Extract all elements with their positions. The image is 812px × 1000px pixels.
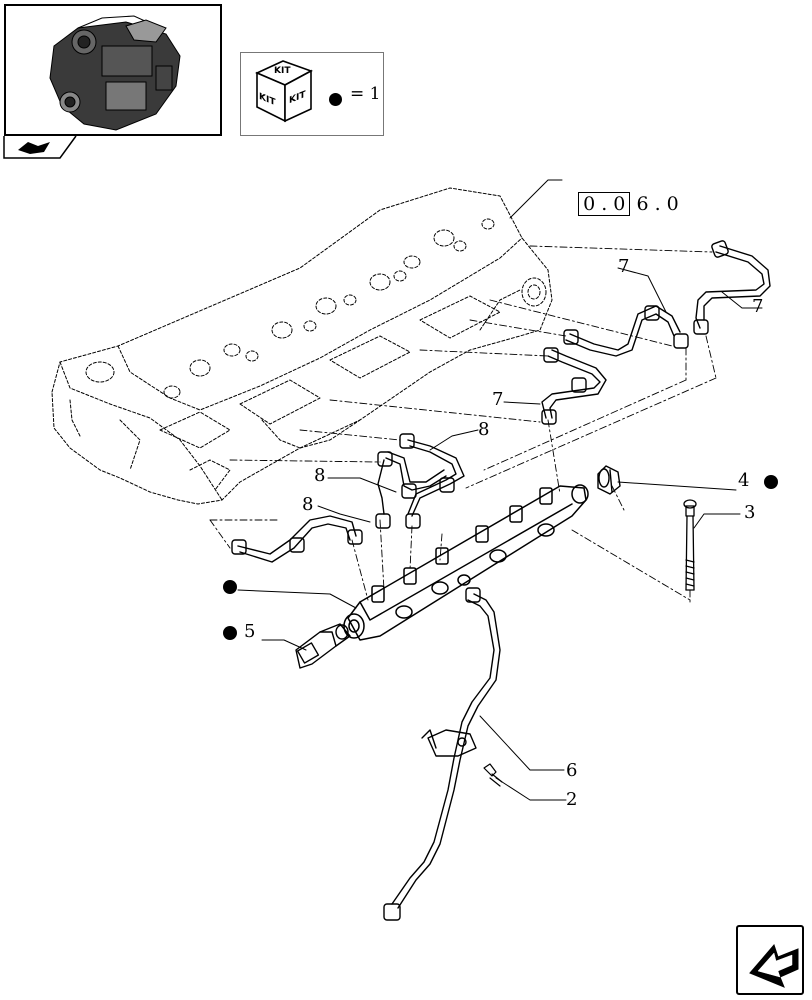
callout-4-plug: 4 [738, 470, 750, 491]
kit-quantity: = 1 [350, 84, 381, 104]
callout-7-pipe-b: 7 [618, 256, 630, 277]
fuel-rail [343, 484, 589, 641]
callout-3-screw: 3 [744, 502, 756, 523]
kit-top-label: KIT [274, 66, 291, 76]
callout-2-screw: 2 [566, 789, 578, 810]
next-page-button[interactable] [736, 925, 804, 995]
callout-7-pipe-a: 7 [752, 296, 764, 317]
engine-thumbnail [4, 4, 222, 136]
callout-8-pipe-a: 8 [478, 419, 490, 440]
injector-pipes-8 [231, 433, 465, 563]
cylinder-head-outline [51, 187, 553, 505]
injector-pipes-7 [541, 240, 771, 425]
callout-6-pipe: 6 [566, 760, 578, 781]
kit-legend: KIT KIT KIT [240, 52, 384, 136]
pressure-pipe-6 [383, 587, 501, 921]
callout-5-sensor: 5 [244, 621, 256, 642]
kit-markers [223, 475, 778, 640]
leader-lines [237, 179, 763, 801]
kit-cube-icon [255, 60, 313, 123]
screw-part-3 [683, 499, 697, 591]
arrow-icon [749, 944, 799, 988]
plug-part-4 [597, 465, 621, 495]
engine-icon [49, 15, 181, 131]
callout-7-pipe-c: 7 [492, 389, 504, 410]
sensor-part-5 [295, 623, 351, 669]
callout-8-pipe-c: 8 [302, 494, 314, 515]
section-reference-rest: 6 . 0 [636, 193, 679, 215]
section-reference[interactable]: 0 . 0 6 . 0 [566, 171, 679, 216]
section-reference-boxed: 0 . 0 [578, 192, 631, 216]
kit-dot-icon [329, 93, 342, 106]
callout-8-pipe-b: 8 [314, 465, 326, 486]
screw-part-2 [483, 763, 503, 787]
